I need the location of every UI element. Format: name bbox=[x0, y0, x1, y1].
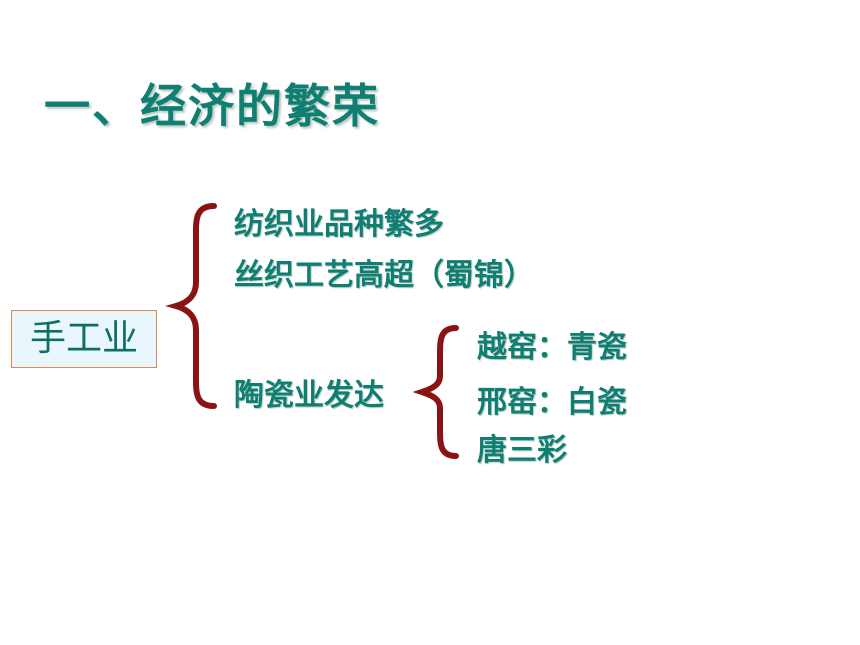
pottery-xing-kiln: 邢窑：白瓷 bbox=[477, 385, 627, 420]
pottery-brace-path bbox=[412, 325, 459, 459]
pottery-yue-kiln: 越窑：青瓷 bbox=[477, 330, 627, 365]
main-brace-path bbox=[165, 203, 217, 409]
branch-textile: 纺织业品种繁多 bbox=[234, 207, 444, 242]
page-title: 一、经济的繁荣 bbox=[44, 79, 380, 133]
pottery-brace bbox=[412, 325, 459, 459]
pottery-tang-sancai: 唐三彩 bbox=[477, 433, 567, 468]
root-topic-box: 手工业 bbox=[11, 310, 157, 368]
branch-pottery: 陶瓷业发达 bbox=[234, 378, 384, 413]
main-brace bbox=[165, 203, 217, 409]
branch-silk: 丝织工艺高超（蜀锦） bbox=[234, 258, 534, 293]
